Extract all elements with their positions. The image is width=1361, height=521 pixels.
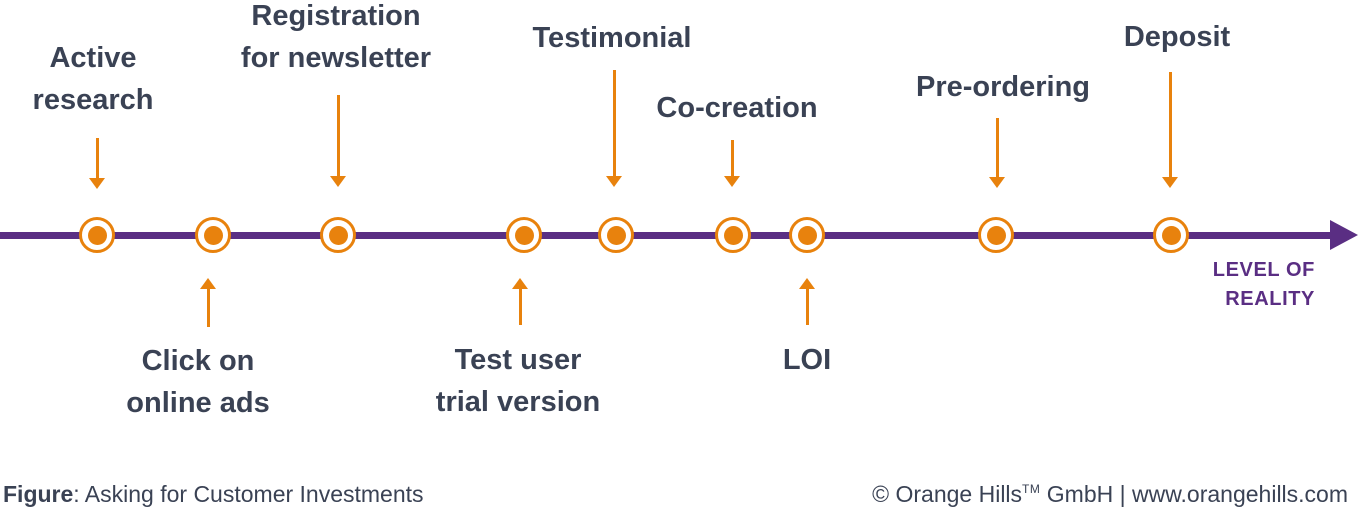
arrow-head	[989, 177, 1005, 188]
axis-label-line2: REALITY	[1225, 288, 1315, 310]
label-line: trial version	[435, 386, 601, 418]
figure-caption-label: Figure	[3, 481, 74, 507]
label-line: for newsletter	[240, 42, 432, 74]
arrow-loi-icon	[799, 278, 815, 325]
credit-rest: GmbH | www.orangehills.com	[1040, 481, 1348, 507]
label-loi: LOI	[783, 339, 831, 381]
credit-company: © Orange Hills	[872, 481, 1023, 507]
label-line: Active	[49, 42, 137, 74]
arrow-shaft	[730, 140, 734, 177]
credit-line: © Orange HillsTM GmbH | www.orangehills.…	[872, 481, 1348, 508]
label-co-creation: Co-creation	[656, 87, 817, 129]
arrow-shaft	[518, 288, 522, 325]
label-registration-for-newsletter: Registration for newsletter	[241, 0, 431, 79]
arrow-shaft	[95, 138, 99, 179]
arrow-head	[89, 178, 105, 189]
arrow-registration-for-newsletter-icon	[330, 95, 346, 187]
milestone-dot-testimonial	[598, 217, 634, 253]
arrow-test-user-trial-version-icon	[512, 278, 528, 325]
arrow-co-creation-icon	[724, 140, 740, 187]
milestone-dot-test-user-trial-version	[506, 217, 542, 253]
figure-caption-text: : Asking for Customer Investments	[73, 481, 424, 507]
milestone-dot-core	[606, 225, 626, 245]
arrow-pre-ordering-icon	[989, 118, 1005, 188]
arrow-head	[724, 176, 740, 187]
axis-label-line1: LEVEL OF	[1212, 259, 1315, 281]
label-line: Click on	[141, 345, 255, 377]
label-line: Test user	[454, 344, 582, 376]
milestone-dot-core	[986, 225, 1006, 245]
label-line: research	[32, 84, 154, 116]
label-testimonial: Testimonial	[533, 17, 692, 59]
arrow-shaft	[1168, 72, 1172, 178]
milestone-dot-core	[514, 225, 534, 245]
label-line: online ads	[126, 387, 270, 419]
label-line: Deposit	[1123, 21, 1231, 53]
arrow-head	[200, 278, 216, 289]
arrow-shaft	[995, 118, 999, 178]
milestone-dot-core	[87, 225, 107, 245]
arrow-head	[799, 278, 815, 289]
label-line: Testimonial	[532, 22, 692, 54]
axis-arrowhead-icon	[1330, 220, 1358, 250]
milestone-dot-active-research	[79, 217, 115, 253]
arrow-shaft	[336, 95, 340, 177]
arrow-head	[512, 278, 528, 289]
label-active-research: Active research	[33, 37, 154, 121]
label-test-user-trial-version: Test user trial version	[436, 339, 600, 423]
milestone-dot-core	[723, 225, 743, 245]
arrow-shaft	[805, 288, 809, 325]
milestone-dot-pre-ordering	[978, 217, 1014, 253]
milestone-dot-co-creation	[715, 217, 751, 253]
label-pre-ordering: Pre-ordering	[916, 66, 1090, 108]
label-line: Co-creation	[656, 92, 818, 124]
arrow-deposit-icon	[1162, 72, 1178, 188]
trademark-symbol: TM	[1022, 482, 1041, 496]
arrow-click-on-online-ads-icon	[200, 278, 216, 327]
label-deposit: Deposit	[1124, 16, 1230, 58]
milestone-dot-loi	[789, 217, 825, 253]
label-line: LOI	[782, 344, 832, 376]
label-click-on-online-ads: Click on online ads	[126, 340, 269, 424]
axis-line	[0, 232, 1331, 239]
milestone-dot-core	[203, 225, 223, 245]
milestone-dot-registration-for-newsletter	[320, 217, 356, 253]
figure-caption: Figure: Asking for Customer Investments	[3, 481, 424, 508]
arrow-head	[330, 176, 346, 187]
label-line: Pre-ordering	[915, 71, 1091, 103]
milestone-dot-core	[1161, 225, 1181, 245]
arrow-active-research-icon	[89, 138, 105, 189]
milestone-dot-click-on-online-ads	[195, 217, 231, 253]
label-line: Registration	[251, 0, 421, 32]
milestone-dot-core	[797, 225, 817, 245]
axis-label: LEVEL OF REALITY	[1213, 256, 1315, 314]
arrow-head	[606, 176, 622, 187]
milestone-dot-core	[328, 225, 348, 245]
arrow-shaft	[612, 70, 616, 177]
arrow-testimonial-icon	[606, 70, 622, 187]
milestone-dot-deposit	[1153, 217, 1189, 253]
arrow-head	[1162, 177, 1178, 188]
arrow-shaft	[206, 288, 210, 327]
